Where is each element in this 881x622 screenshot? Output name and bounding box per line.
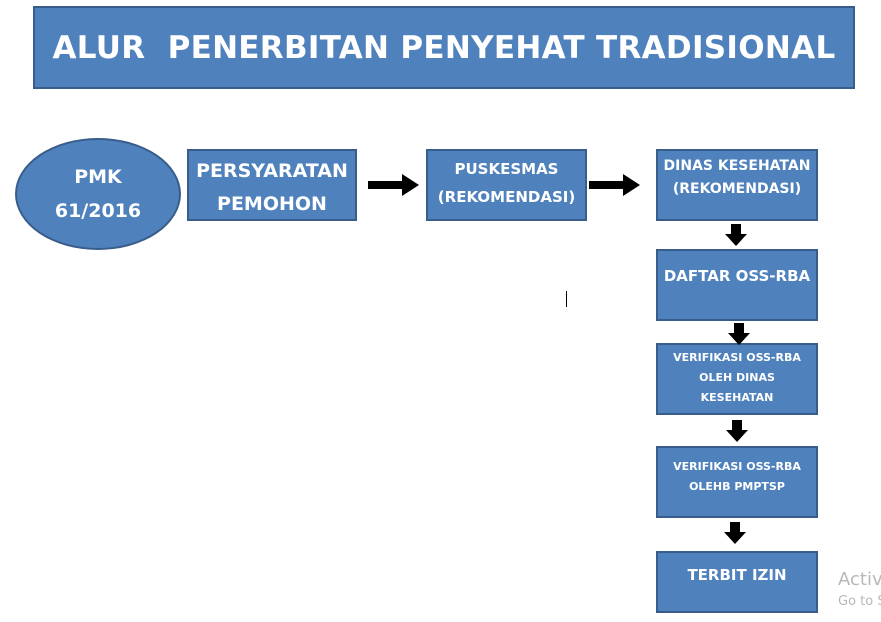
regulation-line-2: 61/2016	[54, 200, 142, 222]
step-label-line: VERIFIKASI OSS-RBA	[673, 351, 801, 364]
step-label-line: (REKOMENDASI)	[672, 181, 802, 197]
arrow-down-icon	[724, 522, 746, 544]
arrow-right-icon	[368, 174, 419, 196]
step-label-line: DAFTAR OSS-RBA	[663, 267, 811, 285]
step-label-line: VERIFIKASI OSS-RBA	[673, 460, 801, 473]
step-label-line: KESEHATAN	[700, 391, 774, 404]
step-verifikasi-dinas: VERIFIKASI OSS-RBA OLEH DINAS KESEHATAN	[656, 343, 818, 415]
diagram-title: ALUR PENERBITAN PENYEHAT TRADISIONAL	[33, 6, 855, 89]
step-dinas-kesehatan: DINAS KESEHATAN (REKOMENDASI)	[656, 149, 818, 221]
regulation-line-1: PMK	[74, 166, 122, 188]
arrow-down-icon	[728, 323, 750, 345]
step-label-line: OLEHB PMPTSP	[689, 480, 785, 493]
arrow-right-icon	[589, 174, 640, 196]
arrow-down-icon	[726, 420, 748, 442]
step-label-line: PEMOHON	[217, 193, 327, 215]
step-label-line: OLEH DINAS	[699, 371, 775, 384]
step-daftar-oss-rba: DAFTAR OSS-RBA	[656, 249, 818, 321]
diagram-title-text: ALUR PENERBITAN PENYEHAT TRADISIONAL	[52, 29, 836, 66]
step-verifikasi-pmptsp: VERIFIKASI OSS-RBA OLEHB PMPTSP	[656, 446, 818, 518]
regulation-node: PMK 61/2016	[15, 138, 181, 250]
step-label-line: (REKOMENDASI)	[437, 188, 576, 206]
activation-watermark-subtitle: Go to S	[838, 594, 881, 609]
text-cursor	[566, 291, 567, 307]
step-persyaratan-pemohon: PERSYARATAN PEMOHON	[187, 149, 357, 221]
activation-watermark-title: Activ	[838, 569, 881, 590]
arrow-down-icon	[725, 224, 747, 246]
step-label-line: PERSYARATAN	[196, 160, 348, 182]
step-label-line: DINAS KESEHATAN	[663, 158, 811, 174]
step-label-line: TERBIT IZIN	[687, 566, 787, 584]
step-terbit-izin: TERBIT IZIN	[656, 551, 818, 613]
step-puskesmas: PUSKESMAS (REKOMENDASI)	[426, 149, 587, 221]
step-label-line: PUSKESMAS	[454, 160, 559, 178]
